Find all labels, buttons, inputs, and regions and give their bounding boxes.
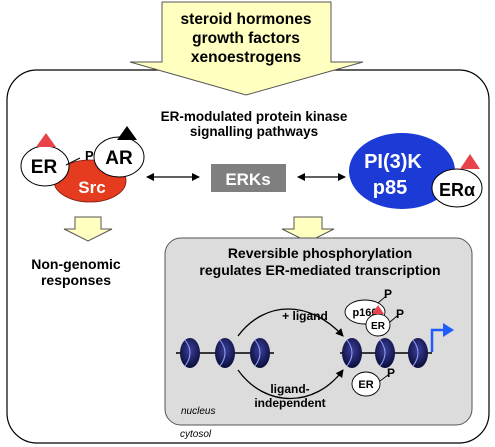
pi3k-label: PI(3)K: [364, 151, 422, 173]
transcription-start-arrowhead: [443, 323, 454, 337]
p-bond: [65, 157, 81, 166]
ar-triangle: [117, 126, 137, 140]
nucleus-label: nucleus: [181, 406, 215, 417]
ligand-independent-arrow: [237, 369, 344, 400]
left-complex: P ER AR Src: [20, 126, 145, 203]
non-genomic-line-1: Non-genomic: [31, 256, 121, 272]
stimuli-line-3: xenoestrogens: [191, 49, 301, 66]
src-label: Src: [78, 178, 105, 197]
p160-p-label: P: [384, 287, 392, 301]
pathways-title-1: ER-modulated protein kinase: [161, 109, 348, 124]
er-bottom-oval: [351, 371, 381, 397]
chromatin-right: [340, 338, 432, 368]
cytosol-label: cytosol: [180, 429, 212, 440]
er-top-label: ER: [371, 321, 386, 332]
p-label: P: [85, 148, 94, 163]
er-triangle: [36, 133, 56, 147]
nucleus-panel: [164, 237, 473, 426]
chromatin-left: [176, 338, 274, 368]
er-bottom-p-label: P: [387, 366, 395, 380]
pi3k-oval: [349, 133, 455, 209]
right-complex: PI(3)K p85 ERα: [349, 133, 483, 209]
er-top-triangle: [372, 305, 384, 314]
er-label: ER: [31, 157, 58, 178]
center-down-arrow: [281, 216, 335, 243]
p85-label: p85: [373, 177, 407, 199]
ligand-independent-line-1: ligand-: [270, 382, 309, 396]
left-down-arrow: [63, 216, 113, 242]
stimuli-line-1: steroid hormones: [181, 11, 312, 28]
er-bottom-complex: ER P: [351, 366, 395, 397]
coactivator-complex: p160 P ER P: [344, 287, 404, 337]
er-bottom-label: ER: [358, 379, 373, 391]
ligand-independent-line-2: independent: [254, 396, 325, 410]
transcription-start-arrow: [430, 328, 446, 352]
transcription-title-2: regulates ER-mediated transcription: [199, 262, 440, 278]
plus-ligand-arrow: [237, 308, 344, 337]
stimuli-arrow: [129, 1, 364, 96]
er-alpha-label: ERα: [439, 180, 475, 200]
non-genomic-line-2: responses: [41, 272, 111, 288]
er-alpha-oval: [431, 168, 483, 208]
plus-ligand-label: + ligand: [282, 309, 328, 323]
erks-box: [211, 164, 286, 192]
er-top-p-label: P: [396, 307, 404, 321]
ar-oval: [93, 136, 145, 178]
er-alpha-triangle: [460, 154, 480, 169]
ar-label: AR: [105, 148, 133, 169]
transcription-title-1: Reversible phosphorylation: [228, 245, 412, 261]
pathways-title-2: signalling pathways: [190, 124, 318, 139]
erks-label: ERKs: [225, 170, 270, 189]
stimuli-line-2: growth factors: [192, 30, 300, 47]
